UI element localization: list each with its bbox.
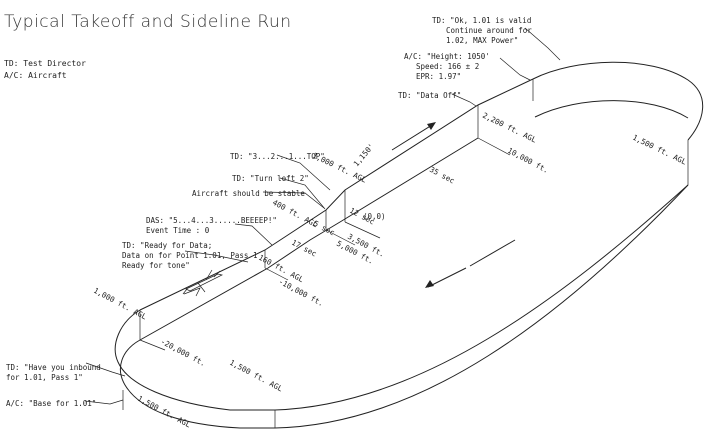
annotation-data-off: TD: "Data Off" xyxy=(398,91,461,100)
svg-text:Event Time : 0: Event Time : 0 xyxy=(146,226,210,235)
dimension-labels: 1,000 ft. AGL 1,150' 2,200 ft. AGL 10,00… xyxy=(92,111,688,430)
label-origin: (0,0) xyxy=(363,212,386,221)
annotation-td-ready: TD: "Ready for Data; Data on for Point 1… xyxy=(122,241,257,270)
annotation-turn-left: TD: "Turn left 2" xyxy=(232,174,309,183)
svg-text:Continue around for: Continue around for xyxy=(446,26,532,35)
svg-text:Speed: 166 ± 2: Speed: 166 ± 2 xyxy=(416,62,479,71)
annotation-ac-height: A/C: "Height: 1050' Speed: 166 ± 2 EPR: … xyxy=(404,52,490,81)
label-alt-2200: 2,200 ft. AGL xyxy=(481,111,538,145)
annotation-td-inbound: TD: "Have you inbound for 1.01, Pass 1" xyxy=(6,363,101,382)
label-alt-1500-right: 1,500 ft. AGL xyxy=(631,133,688,167)
label-time-5: 5 sec xyxy=(312,219,336,238)
flight-path-upper xyxy=(114,61,704,411)
label-alt-1000-left: 1,000 ft. AGL xyxy=(92,286,148,322)
direction-arrows xyxy=(391,122,516,288)
leader-lines xyxy=(84,27,561,405)
annotation-ac-base: A/C: "Base for 1.01" xyxy=(6,399,96,408)
ground-track xyxy=(120,100,689,429)
annotation-td-ok: TD: "Ok, 1.01 is valid Continue around f… xyxy=(432,16,532,45)
svg-text:DAS: "5...4...3......BEEEEP!": DAS: "5...4...3......BEEEEP!" xyxy=(146,216,277,225)
legend-td: TD: Test Director xyxy=(4,59,86,68)
annotation-das: DAS: "5...4...3......BEEEEP!" Event Time… xyxy=(146,216,277,235)
dimension-lines xyxy=(139,137,511,351)
label-dist-10000-top: 10,000 ft. xyxy=(506,146,550,175)
diagram-title: Typical Takeoff and Sideline Run xyxy=(4,12,292,32)
label-dist-20000: -20,000 ft. xyxy=(159,337,207,368)
label-time-17: 17 sec xyxy=(290,238,318,259)
svg-text:1.02, MAX Power": 1.02, MAX Power" xyxy=(446,36,518,45)
svg-text:Data on for Point 1.01, Pass 1: Data on for Point 1.01, Pass 1 xyxy=(122,251,257,260)
aircraft-icon xyxy=(182,269,224,297)
legend-ac: A/C: Aircraft xyxy=(4,71,67,80)
svg-text:TD: "Have you inbound: TD: "Have you inbound xyxy=(6,363,101,372)
svg-text:TD: "Ok, 1.01 is valid: TD: "Ok, 1.01 is valid xyxy=(432,16,531,25)
svg-text:TD: "Ready for Data;: TD: "Ready for Data; xyxy=(122,241,212,250)
svg-text:Ready for tone": Ready for tone" xyxy=(122,261,190,270)
svg-text:for 1.01, Pass 1": for 1.01, Pass 1" xyxy=(6,373,83,382)
label-alt-1150: 1,150' xyxy=(352,142,376,169)
annotation-aircraft-stable: Aircraft should be stable xyxy=(192,189,305,198)
annotation-countdown: TD: "3...2...1...TOP" xyxy=(230,152,325,161)
svg-text:A/C: "Height: 1050': A/C: "Height: 1050' xyxy=(404,52,490,61)
label-time-35: 35 sec xyxy=(428,165,456,186)
label-alt-1500-left: 1,500 ft. AGL xyxy=(136,394,192,430)
label-alt-1500-bottom: 1,500 ft. AGL xyxy=(228,358,284,394)
svg-text:EPR: 1.97": EPR: 1.97" xyxy=(416,72,461,81)
